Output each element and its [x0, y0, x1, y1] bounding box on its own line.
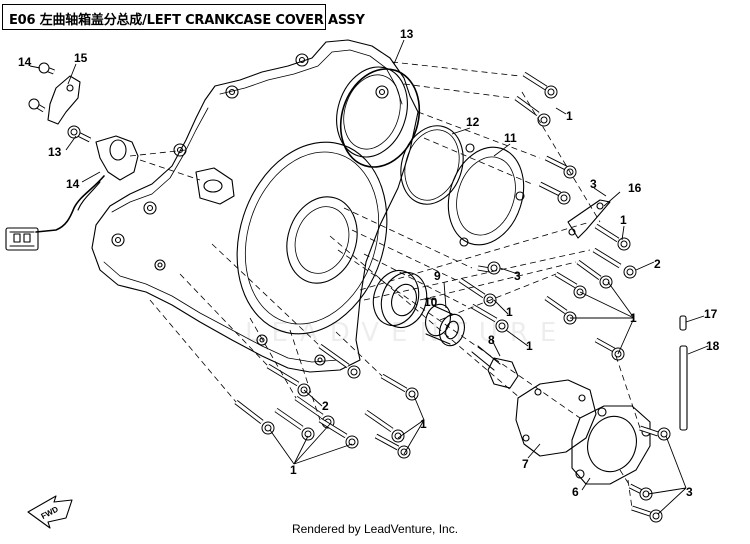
spacer-7 [425, 303, 465, 347]
bolt-group [28, 62, 671, 523]
callout-1-c: 1 [630, 311, 637, 325]
callout-11: 13 [400, 27, 414, 41]
callout-3-b: 3 [514, 269, 521, 283]
callout-10: 12 [466, 115, 480, 129]
callout-6: 8 [488, 333, 495, 347]
gasket-11 [339, 68, 421, 168]
callout-9: 11 [504, 131, 517, 145]
bolt-6 [471, 345, 519, 389]
callout-13: 13 [48, 145, 62, 159]
callout-2-b: 2 [322, 399, 329, 413]
page-title: E06 左曲轴箱盖分总成/LEFT CRANKCASE COVER ASSY [9, 13, 365, 28]
watermark: LEADVENTURE [245, 318, 569, 348]
callout-3-c: 3 [686, 485, 693, 499]
inspection-cover-9 [447, 143, 525, 247]
cover-4 [571, 405, 651, 485]
crankcase-cover-opening [236, 141, 388, 335]
sensor-12 [35, 135, 139, 233]
crankcase-outline [91, 39, 419, 373]
bracket-15 [47, 75, 81, 125]
callout-14: 14 [18, 55, 32, 69]
callout-7: 9 [434, 269, 441, 283]
callout-5: 7 [522, 457, 529, 471]
callout-3-a: 3 [590, 177, 597, 191]
callout-17: 17 [704, 307, 718, 321]
callout-1-f: 1 [420, 417, 427, 431]
callout-1-e: 1 [526, 339, 533, 353]
crankshaft-bore [286, 196, 358, 284]
pin-17 [679, 315, 687, 331]
callout-1-d: 1 [506, 305, 513, 319]
title-box: E06 左曲轴箱盖分总成/LEFT CRANKCASE COVER ASSY [2, 4, 365, 30]
callout-2-a: 2 [654, 257, 661, 271]
rod-18 [679, 345, 688, 431]
credit-line: Rendered by LeadVenture, Inc. [291, 522, 459, 536]
plate-16 [567, 199, 611, 239]
fwd-arrow-outline [27, 495, 73, 529]
callout-1-a: 1 [566, 109, 573, 123]
assembly-lines [129, 61, 641, 509]
gasket-5 [515, 379, 597, 457]
connector [5, 227, 39, 251]
callout-18: 18 [706, 339, 720, 353]
callout-4: 6 [572, 485, 579, 499]
callout-8: 10 [424, 295, 438, 309]
leader-lines [29, 39, 709, 515]
o-ring-10 [400, 125, 464, 205]
callout-1-b: 1 [620, 213, 627, 227]
callout-16: 16 [628, 181, 642, 195]
callout-12: 14 [66, 177, 80, 191]
callout-labels: 13 1 12 11 3 16 1 2 3 1 1 1 8 9 10 17 18… [18, 27, 720, 499]
callout-15: 15 [74, 51, 88, 65]
callout-1-g: 1 [290, 463, 297, 477]
